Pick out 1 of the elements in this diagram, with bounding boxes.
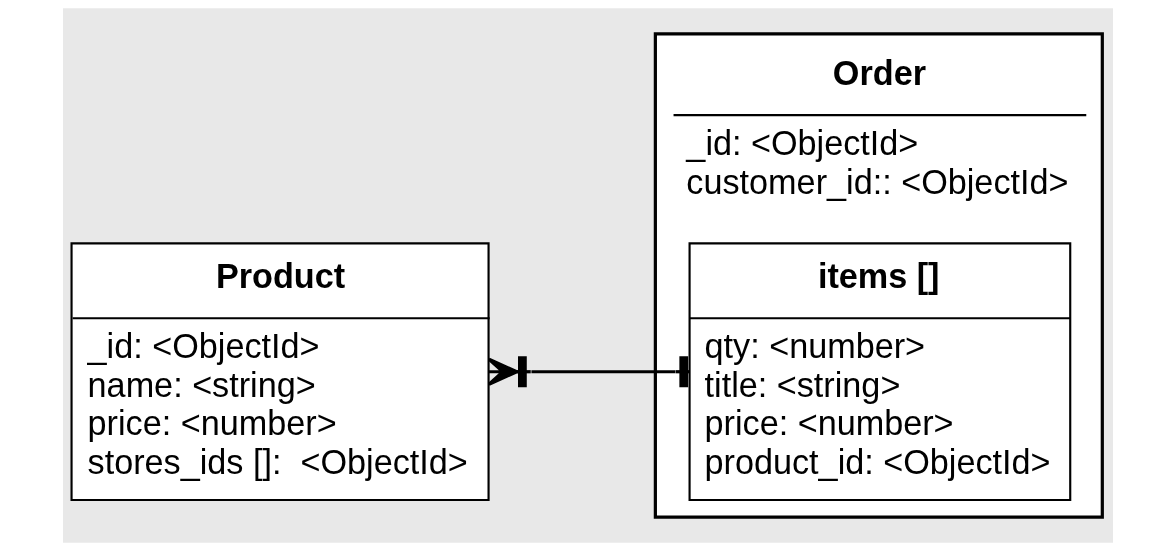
connector (487, 356, 690, 388)
